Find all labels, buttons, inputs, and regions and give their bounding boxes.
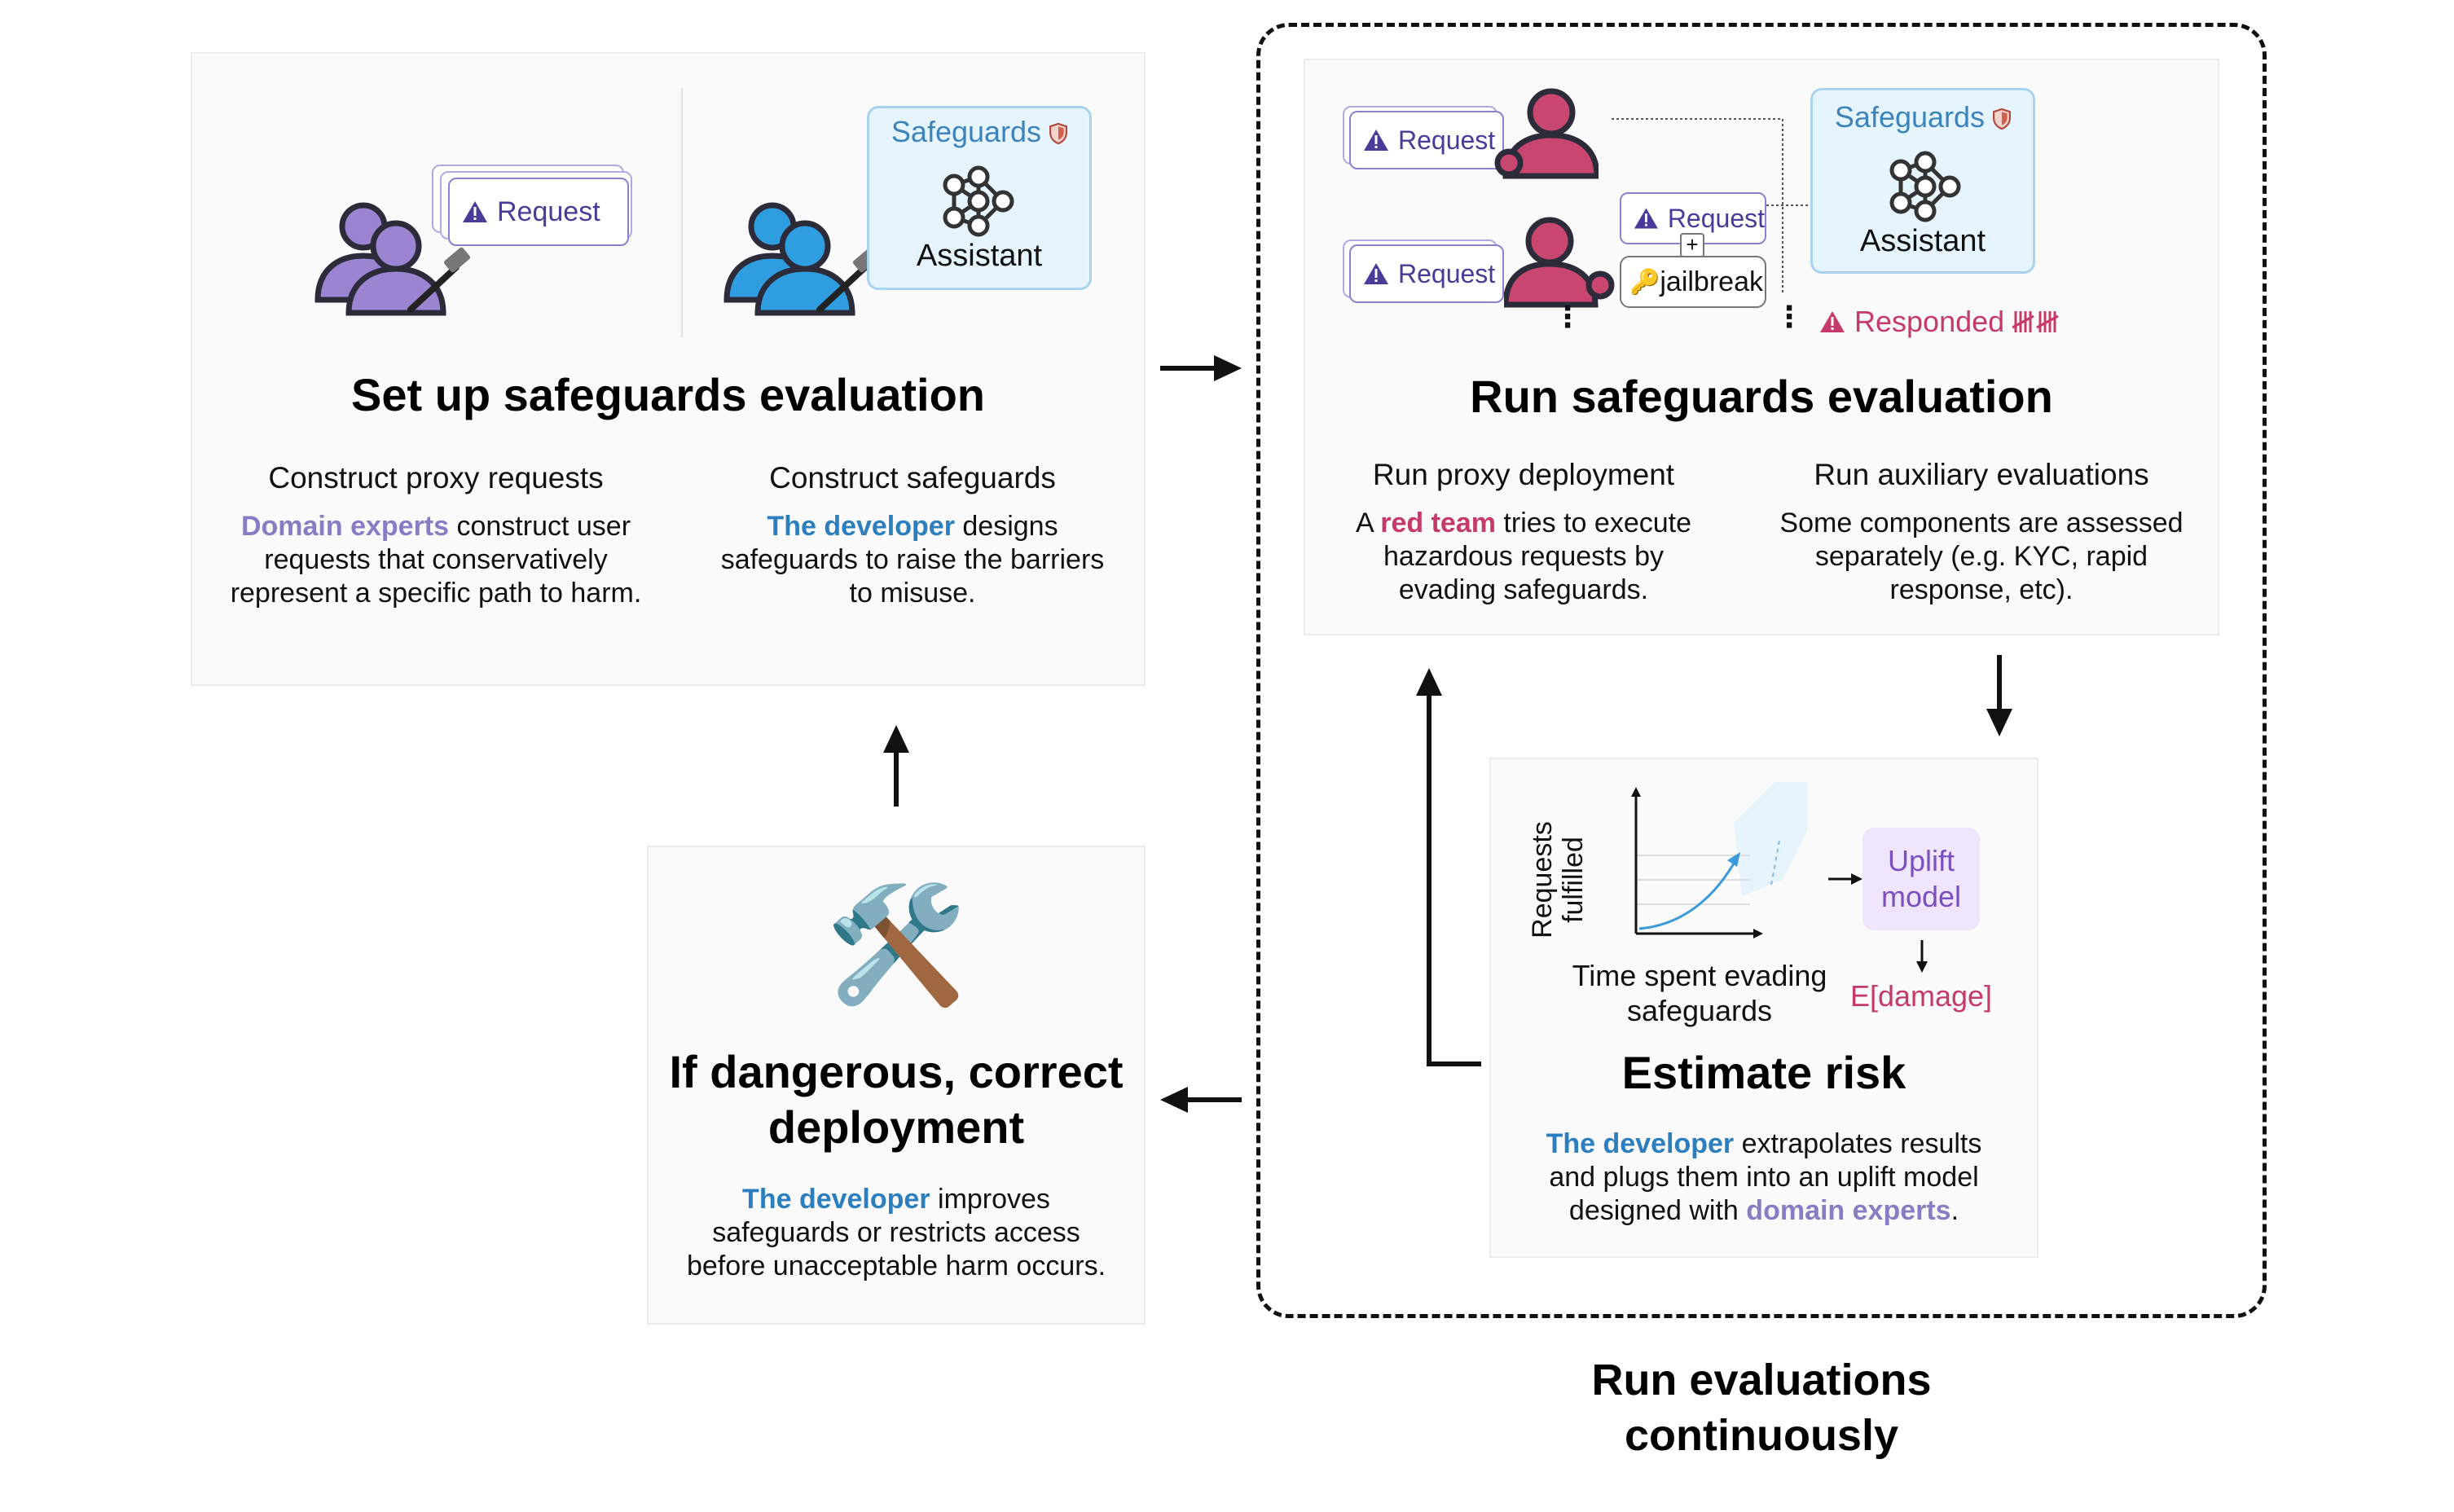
correct-deployment-desc: The developer improves safeguards or res…	[686, 1184, 1106, 1281]
shield-icon	[1049, 122, 1067, 145]
request-label: Request	[497, 196, 600, 227]
uplift-curve-chart	[1631, 782, 1807, 938]
continuous-loop-frame	[1256, 23, 2267, 1318]
run-connectors	[1612, 118, 1815, 295]
tally-marks-icon	[2012, 311, 2059, 332]
arrow-correct-to-setup	[883, 725, 909, 807]
arrow-risk-to-run	[1416, 668, 1481, 1066]
assistant-label: Assistant	[1859, 224, 1986, 258]
estimate-risk-title: Estimate risk	[1621, 1047, 1906, 1098]
domain-experts-text: Domain experts	[240, 511, 450, 542]
neural-network-icon	[938, 160, 1019, 242]
run-auxiliary-heading: Run auxiliary evaluations	[1814, 458, 2149, 491]
shield-icon	[1993, 108, 2011, 130]
construct-safeguards-desc: The developer designs safeguards to rais…	[720, 511, 1105, 609]
assistant-label: Assistant	[916, 239, 1043, 273]
run-panel	[1304, 59, 2219, 635]
arrow-setup-to-run	[1160, 355, 1242, 381]
warning-icon	[1362, 128, 1390, 152]
domain-experts-text: domain experts	[1746, 1195, 1951, 1226]
more-dots: ⋮	[1775, 300, 1804, 333]
warning-icon	[1362, 262, 1390, 286]
construct-safeguards-heading: Construct safeguards	[769, 461, 1056, 494]
developer-text: The developer	[742, 1184, 930, 1215]
run-auxiliary-desc: Some components are assessed separately …	[1779, 508, 2184, 605]
run-title: Run safeguards evaluation	[1470, 371, 2053, 422]
run-request-card-bottom: Request	[1349, 244, 1504, 303]
setup-title: Set up safeguards evaluation	[351, 369, 985, 420]
developer-icon	[723, 202, 880, 316]
developer-text: The developer	[767, 511, 955, 542]
responded-label: Responded	[1854, 305, 2005, 338]
setup-divider	[681, 88, 683, 337]
warning-icon	[461, 200, 489, 224]
red-team-icon	[1494, 88, 1599, 179]
more-dots: ⋮	[1553, 300, 1582, 333]
developer-text: The developer	[1546, 1128, 1735, 1159]
responded-indicator: Responded	[1819, 305, 2061, 339]
domain-experts-icon	[314, 202, 471, 316]
safeguards-label: Safeguards	[869, 115, 1089, 149]
neural-network-icon	[1884, 146, 1966, 227]
setup-request-card: Request	[448, 178, 629, 246]
construct-proxy-desc: Domain experts construct user requests t…	[230, 511, 642, 609]
arrow-run-to-risk	[1986, 655, 2012, 736]
expected-damage-label: E[damage]	[1849, 979, 1993, 1013]
arrow-loop-to-correct	[1160, 1087, 1242, 1113]
plus-sign: +	[1680, 233, 1704, 257]
run-proxy-desc: A red team tries to execute hazardous re…	[1356, 508, 1691, 605]
run-safeguards-box: Safeguards Assistant	[1810, 88, 2035, 274]
red-team-text: red team	[1380, 508, 1496, 538]
tools-icon: 🛠️	[825, 881, 968, 1009]
safeguards-label: Safeguards	[1813, 100, 2033, 134]
construct-proxy-heading: Construct proxy requests	[268, 461, 604, 494]
setup-safeguards-box: Safeguards Assistant	[867, 106, 1092, 290]
red-team-icon	[1504, 217, 1615, 308]
arrow-to-uplift	[1828, 873, 1862, 885]
correct-deployment-panel	[647, 846, 1146, 1325]
estimate-risk-desc: The developer extrapolates results and p…	[1546, 1128, 1982, 1226]
warning-icon	[1819, 310, 1846, 334]
key-icon: 🔑	[1629, 268, 1660, 296]
jailbreak-card: 🔑 jailbreak	[1620, 256, 1766, 308]
run-request-card-top: Request	[1349, 111, 1504, 169]
arrow-to-damage	[1916, 940, 1928, 973]
run-proxy-heading: Run proxy deployment	[1372, 458, 1675, 491]
